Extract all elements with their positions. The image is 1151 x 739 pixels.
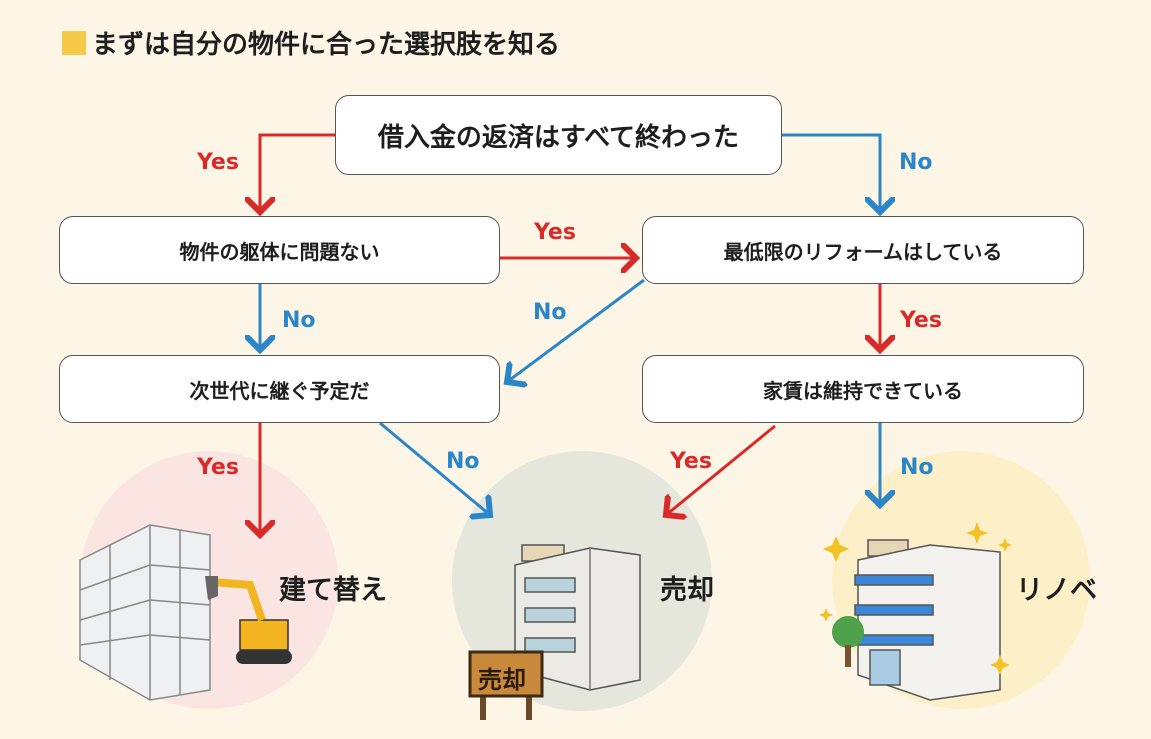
for-sale-sign-icon (468, 650, 544, 720)
title-marker (62, 30, 86, 55)
renovated-building-icon (854, 539, 1001, 701)
arrow-top-no (782, 133, 880, 212)
outcome-rebuild: 建て替え (279, 575, 387, 606)
label-no: No (533, 300, 567, 325)
scaffold-building-icon (79, 524, 211, 701)
label-no: No (446, 449, 480, 474)
for-sale-sign-label: 売却 (478, 666, 526, 694)
label-no: No (899, 150, 933, 175)
page-title: まずは自分の物件に合った選択肢を知る (62, 24, 560, 61)
sparkle-icon (819, 522, 1012, 675)
node-structure-ok: 物件の躯体に問題ない (59, 216, 500, 284)
label-yes: Yes (197, 150, 239, 175)
title-text: まずは自分の物件に合った選択肢を知る (92, 30, 561, 60)
arrow-top-yes (260, 133, 335, 212)
outcome-renovate: リノベ (1016, 575, 1097, 606)
excavator-icon (205, 576, 292, 664)
label-no: No (282, 308, 316, 333)
arrow-rent-yes (666, 424, 776, 515)
arrow-reform-no (507, 278, 645, 382)
node-loan-repaid: 借入金の返済はすべて終わった (335, 95, 782, 175)
outcome-sell: 売却 (660, 575, 714, 606)
label-no: No (900, 455, 934, 480)
label-yes: Yes (670, 449, 712, 474)
node-next-generation: 次世代に継ぐ予定だ (59, 355, 500, 423)
label-yes: Yes (534, 220, 576, 245)
arrow-next-no (379, 421, 490, 515)
apartment-building-icon (514, 544, 641, 691)
node-rent-maintained: 家賃は維持できている (642, 355, 1084, 423)
tree-icon (832, 616, 864, 667)
label-yes: Yes (197, 455, 239, 480)
node-minimum-reform: 最低限のリフォームはしている (642, 216, 1084, 284)
label-yes: Yes (900, 308, 942, 333)
